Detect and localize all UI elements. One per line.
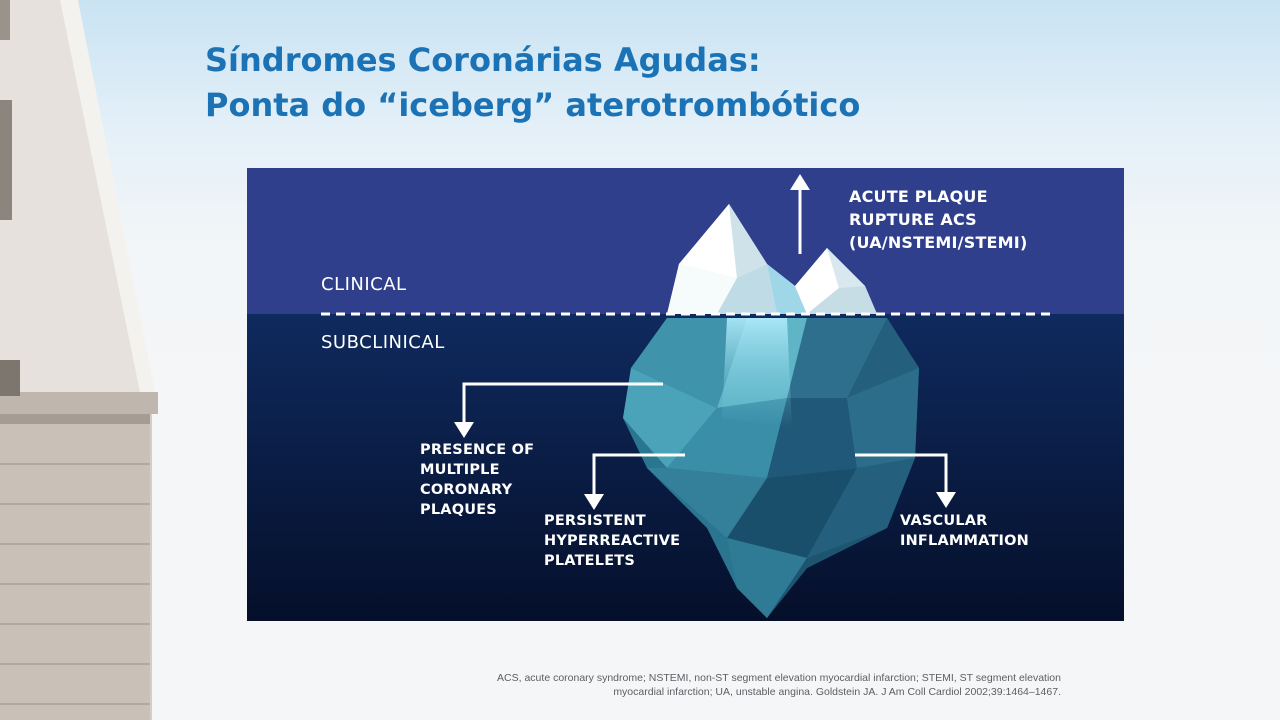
title-line-1: Síndromes Coronárias Agudas:	[205, 41, 761, 79]
arrow-inflammation	[855, 453, 956, 508]
plaques-label-line-3: CORONARY	[420, 482, 513, 498]
hyperreactive-platelets-label: PERSISTENT HYPERREACTIVE PLATELETS	[544, 511, 680, 571]
building-facade-image	[0, 0, 200, 720]
acute-label-line-2: RUPTURE ACS	[849, 210, 977, 229]
plaques-label-line-2: MULTIPLE	[420, 462, 500, 478]
inflammation-label-line-1: VASCULAR	[900, 513, 988, 529]
slide-title: Síndromes Coronárias Agudas: Ponta do “i…	[205, 38, 1185, 128]
iceberg-underwater	[623, 318, 919, 618]
acute-label-line-1: ACUTE PLAQUE	[849, 187, 988, 206]
platelets-label-line-1: PERSISTENT	[544, 513, 646, 529]
vascular-inflammation-label: VASCULAR INFLAMMATION	[900, 511, 1029, 551]
plaques-label-line-1: PRESENCE OF	[420, 442, 535, 458]
platelets-label-line-2: HYPERREACTIVE	[544, 533, 681, 549]
clinical-label: CLINICAL	[321, 274, 407, 295]
footnote-line-2: myocardial infarction; UA, unstable angi…	[613, 686, 1061, 698]
multiple-plaques-label: PRESENCE OF MULTIPLE CORONARY PLAQUES	[420, 440, 534, 520]
arrow-up-acute	[790, 174, 810, 254]
title-line-2: Ponta do “iceberg” aterotrombótico	[205, 86, 861, 124]
subclinical-label: SUBCLINICAL	[321, 332, 445, 353]
arrow-platelets	[584, 453, 685, 510]
platelets-label-line-3: PLATELETS	[544, 553, 636, 569]
inflammation-label-line-2: INFLAMMATION	[900, 533, 1029, 549]
plaques-label-line-4: PLAQUES	[420, 502, 497, 518]
arrow-plaques	[454, 382, 663, 438]
iceberg-diagram: CLINICAL SUBCLINICAL ACUTE PLAQUE RUPTUR…	[247, 168, 1124, 621]
acute-label-line-3: (UA/NSTEMI/STEMI)	[849, 233, 1028, 252]
iceberg-tip	[667, 204, 877, 314]
footnote-line-1: ACS, acute coronary syndrome; NSTEMI, no…	[497, 672, 1061, 684]
footnote: ACS, acute coronary syndrome; NSTEMI, no…	[421, 671, 1061, 699]
iceberg-illustration	[247, 168, 1124, 621]
acute-plaque-rupture-label: ACUTE PLAQUE RUPTURE ACS (UA/NSTEMI/STEM…	[849, 185, 1027, 254]
